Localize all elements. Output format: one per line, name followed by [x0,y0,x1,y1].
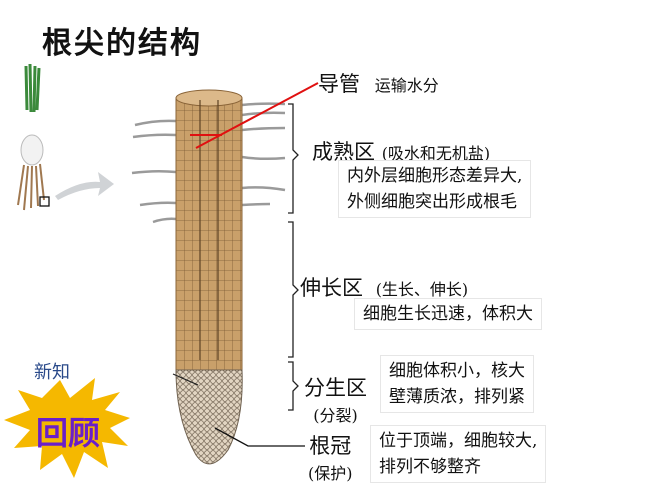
root-cap-desc: 位于顶端，细胞较大, 排列不够整齐 [370,425,547,483]
svg-text:新知: 新知 [34,362,70,383]
zone-role: (吸水和无机盐) [381,144,491,163]
vessel-pointer-line [190,82,319,149]
zone-brackets [288,103,299,411]
zone-role: (生长、伸长) [375,280,469,299]
desc-line: 细胞体积小，核大 [389,361,525,381]
desc-line: 细胞生长迅速，体积大 [363,304,533,324]
review-badge: 回顾 [36,414,101,452]
root-cap-label: 根冠 (保护) [308,430,353,484]
maturation-zone-desc: 内外层细胞形态差异大, 外侧细胞突出形成根毛 [338,160,532,218]
zone-name: 分生区 [304,376,367,400]
elongation-zone-desc: 细胞生长迅速，体积大 [354,298,542,330]
zone-role: (保护) [308,464,353,483]
review-burst-icon: 新知 [4,362,130,478]
elongation-zone-label: 伸长区 (生长、伸长) [300,272,468,302]
desc-line: 外侧细胞突出形成根毛 [347,192,517,212]
arrow-icon [55,172,114,200]
desc-line: 壁薄质浓，排列紧 [389,387,525,407]
desc-line: 内外层细胞形态差异大, [347,166,523,186]
plant-icon [17,63,50,211]
desc-line: 排列不够整齐 [379,457,481,477]
desc-line: 位于顶端，细胞较大, [379,431,538,451]
vessel-function: 运输水分 [374,76,439,95]
root-hairs [131,102,286,224]
vessel-name: 导管 [318,72,360,96]
zone-name: 根冠 [309,434,352,458]
page-title: 根尖的结构 [42,26,202,61]
meristem-zone-label: 分生区 (分裂) [304,372,367,426]
zone-role: (分裂) [313,406,358,425]
zone-name: 伸长区 [300,276,363,300]
vessel-label: 导管 运输水分 [318,68,439,98]
meristem-zone-desc: 细胞体积小，核大 壁薄质浓，排列紧 [380,355,534,413]
